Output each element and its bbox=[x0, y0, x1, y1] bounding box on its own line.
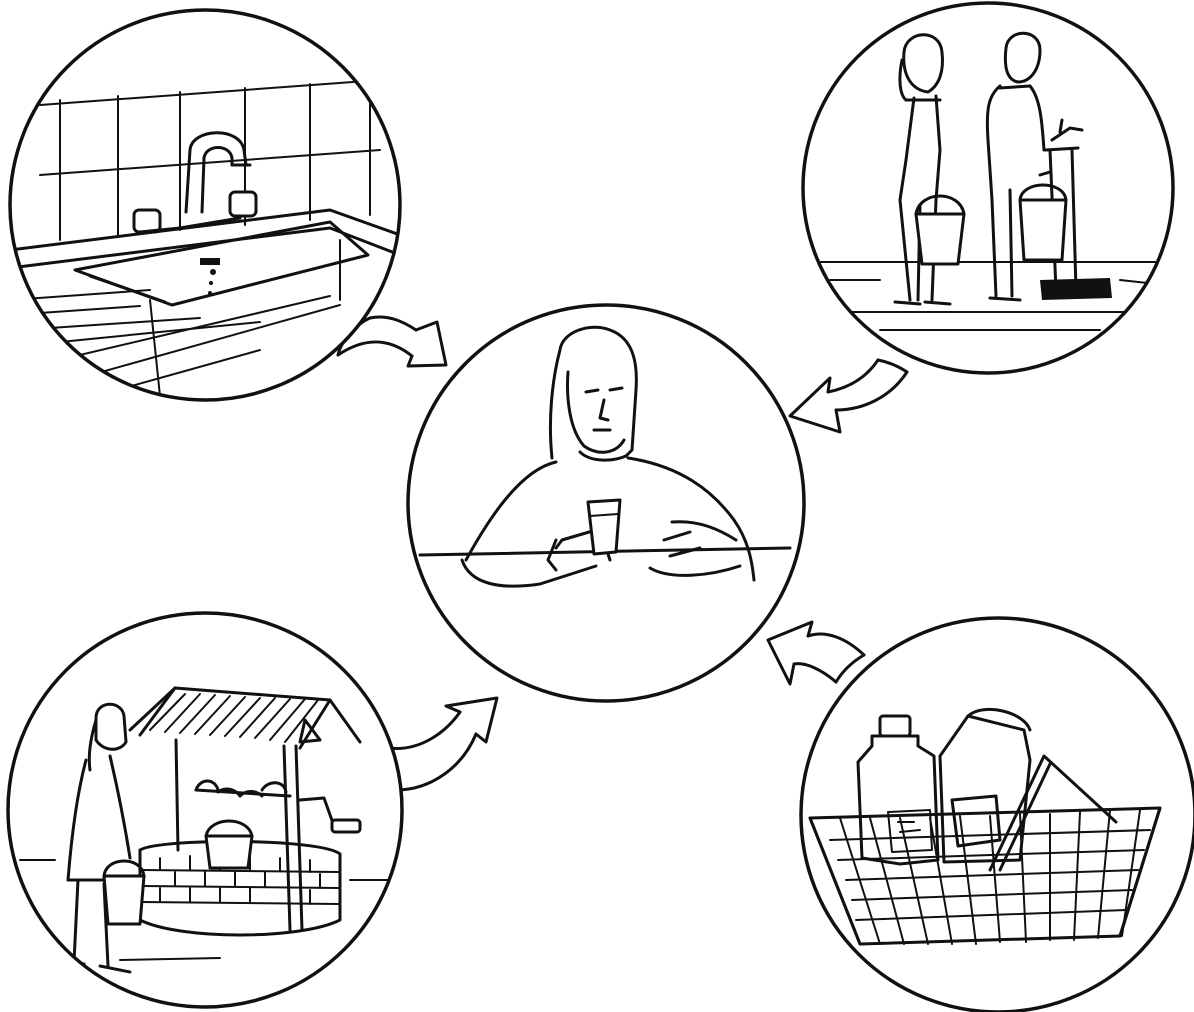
drain-icon bbox=[200, 258, 220, 265]
scene-kitchen-sink bbox=[10, 10, 400, 400]
scene-frame bbox=[803, 3, 1173, 373]
right-tap-handle-icon bbox=[230, 192, 256, 216]
scene-public-water-pump bbox=[803, 3, 1173, 373]
left-tap-handle-icon bbox=[134, 210, 160, 232]
arrow-pump-to-center bbox=[790, 360, 907, 432]
drinking-glass-icon bbox=[588, 500, 620, 554]
arrow-basket-to-center bbox=[768, 622, 864, 684]
scene-shopping-basket bbox=[801, 618, 1194, 1012]
scene-woman-drinking bbox=[408, 305, 804, 701]
scene-village-well bbox=[8, 613, 402, 1007]
arrow-well-to-center bbox=[387, 698, 497, 790]
scene-frame bbox=[8, 613, 402, 1007]
